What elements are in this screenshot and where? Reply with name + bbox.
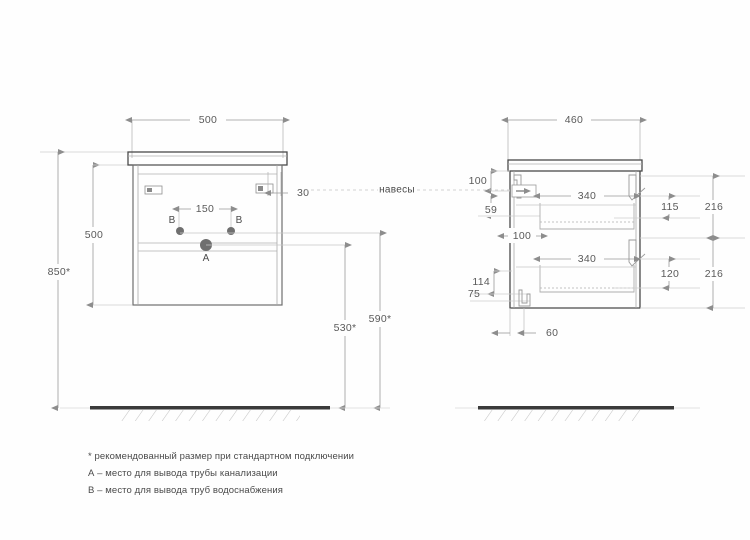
side-countertop <box>507 159 643 172</box>
hanger-bracket-icon-right <box>255 183 274 194</box>
dim-upper-drawer-inner: 115 <box>661 201 679 213</box>
floor-line-front <box>90 406 330 410</box>
legend-line-water: В – место для вывода труб водоснабжения <box>88 485 284 496</box>
dim-front-width: 500 <box>199 114 217 126</box>
marker-label-b-left: B <box>169 215 176 226</box>
front-cabinet-body <box>132 164 283 306</box>
dim-handle-spacing: 150 <box>196 203 214 215</box>
dim-lower-drawer-inner: 120 <box>661 268 679 280</box>
legend-line-note: * рекомендованный размер при стандартном… <box>88 451 355 462</box>
legend: * рекомендованный размер при стандартном… <box>88 448 488 499</box>
marker-label-b-right: B <box>236 215 243 226</box>
dim-drawer-lower-width: 340 <box>578 253 596 265</box>
floor-hatching-front <box>120 410 300 421</box>
water-outlet-marker-right <box>227 227 235 235</box>
hanger-bracket-lower-front <box>628 239 637 267</box>
dim-top-to-hanger: 100 <box>469 175 487 187</box>
dim-pipe-width: 60 <box>546 327 558 339</box>
water-outlet-marker-left <box>176 227 184 235</box>
drawer-box-upper <box>539 203 635 230</box>
dim-drain-height: 530* <box>334 322 357 334</box>
dim-total-height: 850* <box>48 266 71 278</box>
hanger-icon-side <box>511 184 537 198</box>
side-view-group: 460 100 5 <box>455 111 745 421</box>
floor-hatching-side <box>480 410 645 421</box>
drain-pipe-profile <box>518 289 531 307</box>
hangers-label: навесы <box>379 185 415 196</box>
hanger-bracket-upper-rear <box>513 174 522 199</box>
dim-depth: 460 <box>565 114 583 126</box>
marker-label-a: A <box>203 253 210 264</box>
dim-hanger-offset: 59 <box>485 204 497 216</box>
dim-water-height: 590* <box>369 313 392 325</box>
drawer-box-lower <box>539 265 635 293</box>
legend-line-drain: А – место для вывода трубы канализации <box>88 468 278 479</box>
floor-line-side <box>478 406 674 410</box>
dim-lower-drawer-outer: 216 <box>705 268 723 280</box>
dim-front-inset: 100 <box>513 230 531 242</box>
dim-upper-drawer-outer: 216 <box>705 201 723 213</box>
front-countertop <box>127 151 288 166</box>
dim-drawer-upper-width: 340 <box>578 190 596 202</box>
dim-overhang: 30 <box>297 187 309 199</box>
dim-lower-offset: 114 <box>472 276 490 288</box>
dim-base-height: 75 <box>468 288 480 300</box>
hangers-annotation: навесы <box>305 185 512 196</box>
hanger-bracket-icon-left <box>144 185 163 195</box>
dim-body-height: 500 <box>85 229 103 241</box>
front-view-group: 500 850* 500 <box>40 111 397 421</box>
